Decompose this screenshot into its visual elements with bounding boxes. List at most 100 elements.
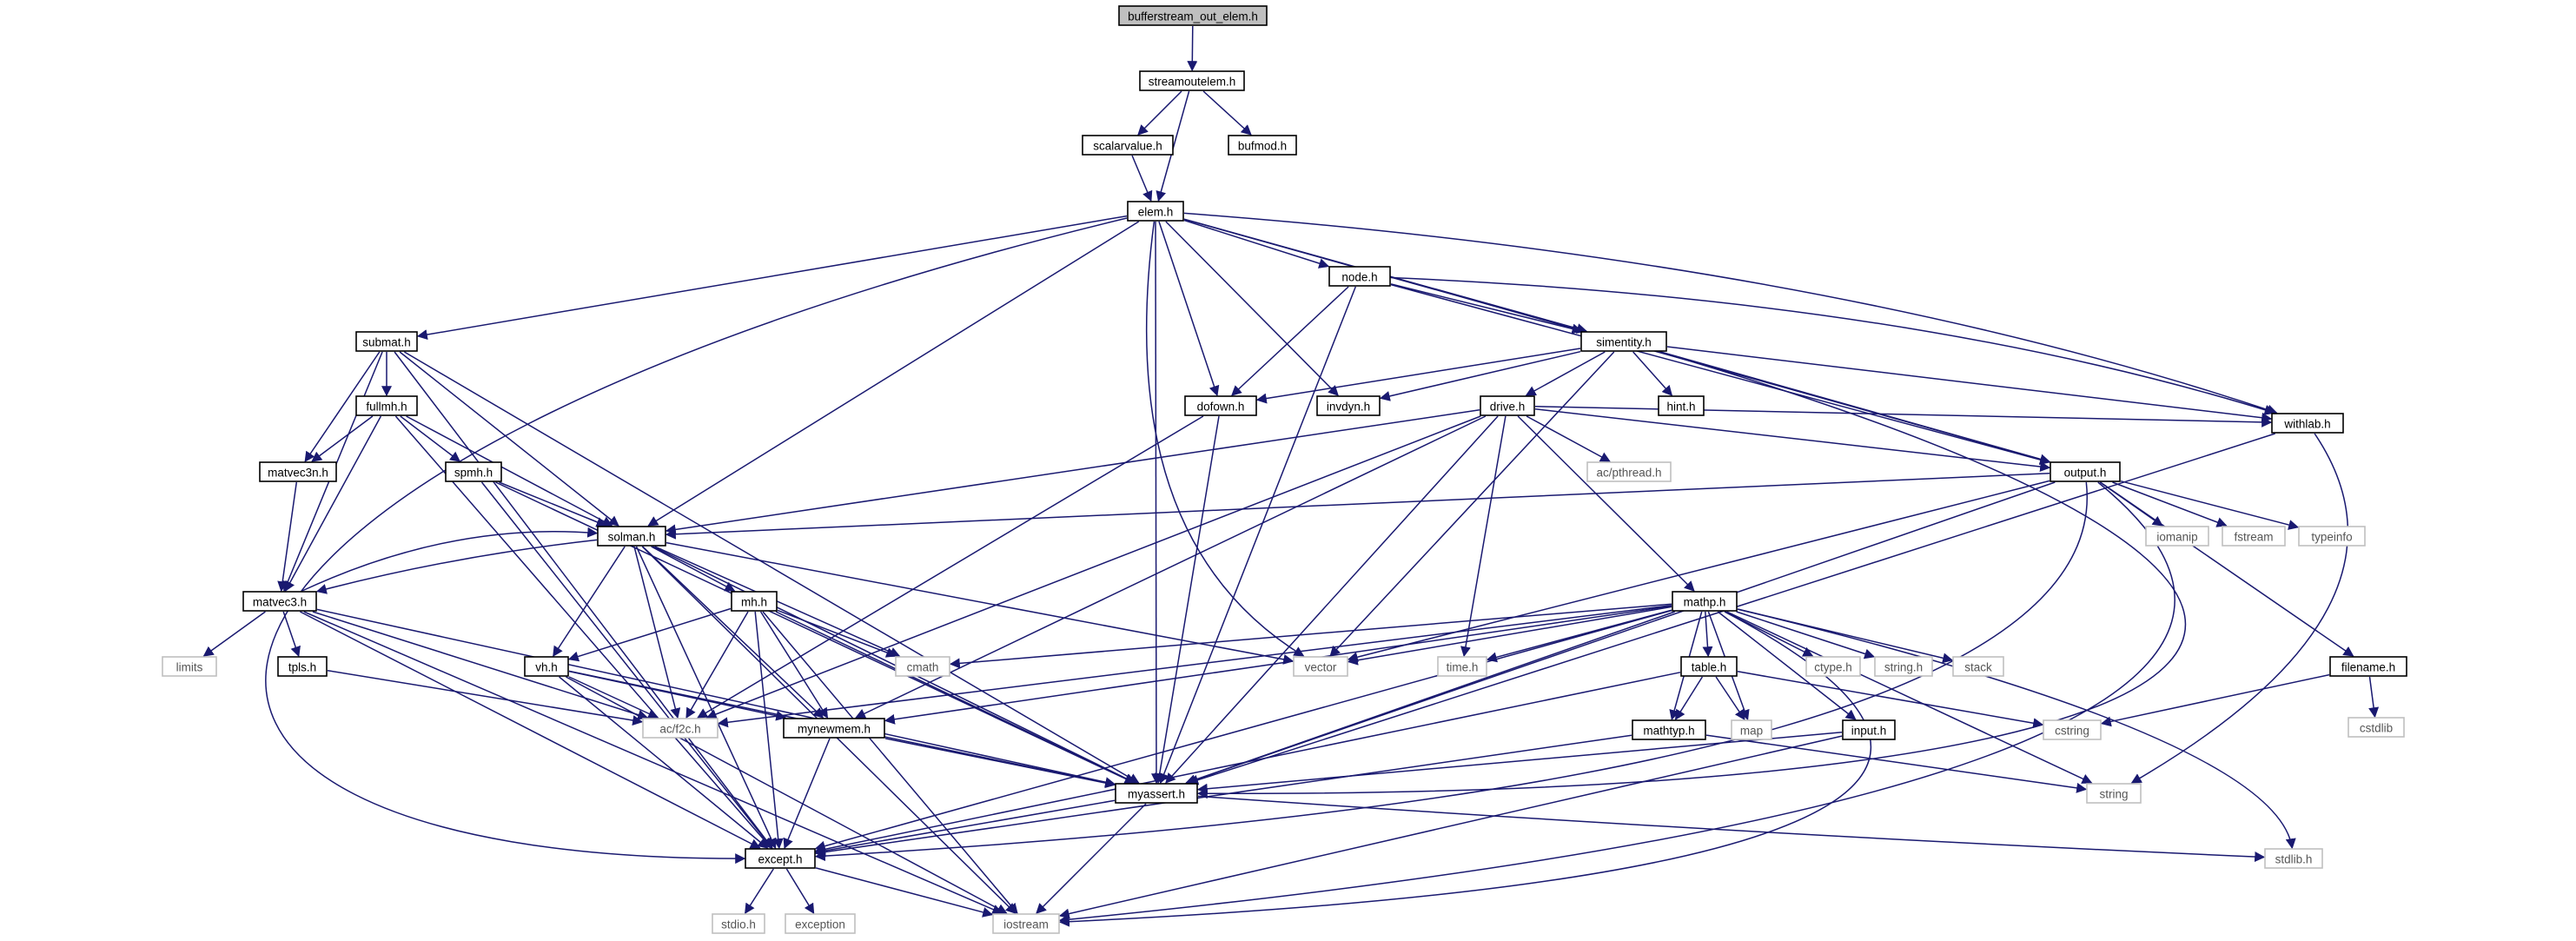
edge-spmh-to-solman <box>499 481 607 527</box>
node-box <box>1672 591 1738 612</box>
node-label: ac/f2c.h <box>659 723 700 736</box>
edge-mathp-to-iostream <box>1058 611 1872 927</box>
node-bufferstream-out-elem[interactable]: bufferstream_out_elem.h <box>1118 5 1268 26</box>
edge-mathtyp-to-string <box>1705 734 2088 793</box>
edge-elem-to-submat <box>416 215 1128 341</box>
node-label: node.h <box>1341 271 1377 284</box>
node-label: mh.h <box>741 596 767 609</box>
node-label: bufferstream_out_elem.h <box>1128 10 1258 23</box>
node-label: matvec3.h <box>253 596 307 609</box>
edge-elem-to-withlab <box>1183 212 2278 415</box>
edge-matvec3-to-solman <box>301 527 599 592</box>
edge-matvec3-to-limits <box>202 611 266 657</box>
node-label: time.h <box>1447 661 1479 674</box>
node-hint[interactable]: hint.h <box>1658 395 1705 416</box>
node-table[interactable]: table.h <box>1680 656 1738 677</box>
edge-drive-to-solman <box>665 409 1480 535</box>
node-simentity[interactable]: simentity.h <box>1580 331 1667 352</box>
node-fstream: fstream <box>2222 526 2286 547</box>
edge-fullmh-to-except <box>394 415 772 849</box>
edge-elem-to-vector <box>1146 221 1305 657</box>
node-label: typeinfo <box>2311 531 2352 544</box>
edge-mathp-to-stdlib <box>1737 608 2296 850</box>
node-except[interactable]: except.h <box>745 848 816 869</box>
node-box <box>642 718 718 739</box>
edge-simentity-to-dofown <box>1255 348 1581 404</box>
node-label: except.h <box>758 853 802 866</box>
node-invdyn[interactable]: invdyn.h <box>1316 395 1381 416</box>
node-iomanip: iomanip <box>2145 526 2209 547</box>
node-spmh[interactable]: spmh.h <box>445 461 502 482</box>
node-myassert[interactable]: myassert.h <box>1115 783 1198 804</box>
node-label: scalarvalue.h <box>1093 140 1162 153</box>
node-box <box>2298 526 2366 547</box>
edge-bufferstream_out_elem-to-streamoutelem <box>1187 25 1198 72</box>
node-box <box>1580 331 1667 352</box>
edge-mathp-to-myassert <box>1185 611 1675 785</box>
node-scalarvalue[interactable]: scalarvalue.h <box>1082 135 1174 156</box>
node-mathp[interactable]: mathp.h <box>1672 591 1738 612</box>
edge-scalarvalue-to-elem <box>1131 155 1153 202</box>
node-label: submat.h <box>362 336 411 349</box>
node-box <box>162 656 217 677</box>
node-withlab[interactable]: withlab.h <box>2271 413 2344 434</box>
edge-spmh-to-except <box>480 481 773 849</box>
node-elem[interactable]: elem.h <box>1127 201 1184 222</box>
edge-drive-to-ac_pthread <box>1526 415 1611 462</box>
node-box <box>597 526 666 547</box>
edge-solman-to-matvec3 <box>315 539 598 594</box>
node-mh[interactable]: mh.h <box>731 591 778 612</box>
node-label: vh.h <box>535 661 558 674</box>
node-label: string <box>2099 788 2128 801</box>
node-label: iostream <box>1003 918 1049 931</box>
node-box <box>445 461 502 482</box>
edge-filename-to-cstdlib <box>2368 676 2380 719</box>
node-label: cstdlib <box>2360 722 2393 735</box>
edge-mh-to-ac_f2c <box>685 611 749 719</box>
node-bufmod[interactable]: bufmod.h <box>1228 135 1297 156</box>
edge-node-to-simentity <box>1390 283 1583 335</box>
edge-output-to-typeinfo <box>2120 480 2300 530</box>
edge-submat-to-myassert <box>404 351 1140 784</box>
edge-simentity-to-invdyn <box>1379 350 1581 401</box>
edge-matvec3-to-iostream <box>303 611 1003 915</box>
node-vh[interactable]: vh.h <box>524 656 569 677</box>
node-drive[interactable]: drive.h <box>1480 395 1535 416</box>
node-ctype: ctype.h <box>1805 656 1861 677</box>
edge-mh-to-iostream <box>762 611 1018 914</box>
node-node[interactable]: node.h <box>1328 266 1391 287</box>
edge-streamoutelem-to-bufmod <box>1202 90 1252 136</box>
node-box <box>2348 717 2405 738</box>
node-matvec3n[interactable]: matvec3n.h <box>259 461 337 482</box>
node-fullmh[interactable]: fullmh.h <box>355 395 418 416</box>
node-mynewmem[interactable]: mynewmem.h <box>783 718 885 739</box>
edge-except-to-stdio <box>745 868 774 915</box>
node-label: fstream <box>2234 531 2273 544</box>
edge-dofown-to-myassert <box>1154 415 1220 785</box>
node-tpls[interactable]: tpls.h <box>277 656 328 677</box>
node-box <box>2264 848 2323 869</box>
node-filename[interactable]: filename.h <box>2329 656 2407 677</box>
node-streamoutelem[interactable]: streamoutelem.h <box>1139 70 1245 91</box>
node-output[interactable]: output.h <box>2050 461 2121 482</box>
node-mathtyp[interactable]: mathtyp.h <box>1632 719 1706 740</box>
node-box <box>2329 656 2407 677</box>
node-input[interactable]: input.h <box>1842 719 1896 740</box>
edge-output-to-iostream <box>1058 481 2175 925</box>
edge-drive-to-mynewmem <box>855 415 1487 719</box>
edge-solman-to-vector <box>666 541 1295 665</box>
dependency-edges <box>202 25 2380 927</box>
node-box <box>1293 656 1348 677</box>
edge-submat-to-solman <box>399 351 619 527</box>
node-box <box>355 331 418 352</box>
node-solman[interactable]: solman.h <box>597 526 666 547</box>
node-matvec3[interactable]: matvec3.h <box>242 591 317 612</box>
node-dofown[interactable]: dofown.h <box>1184 395 1257 416</box>
node-label: simentity.h <box>1596 336 1652 349</box>
node-submat[interactable]: submat.h <box>355 331 418 352</box>
edge-except-to-iostream <box>815 867 994 918</box>
edge-vh-to-iostream <box>566 676 1008 914</box>
node-label: mathtyp.h <box>1643 725 1694 738</box>
node-box <box>992 913 1060 934</box>
node-label: solman.h <box>608 531 656 544</box>
